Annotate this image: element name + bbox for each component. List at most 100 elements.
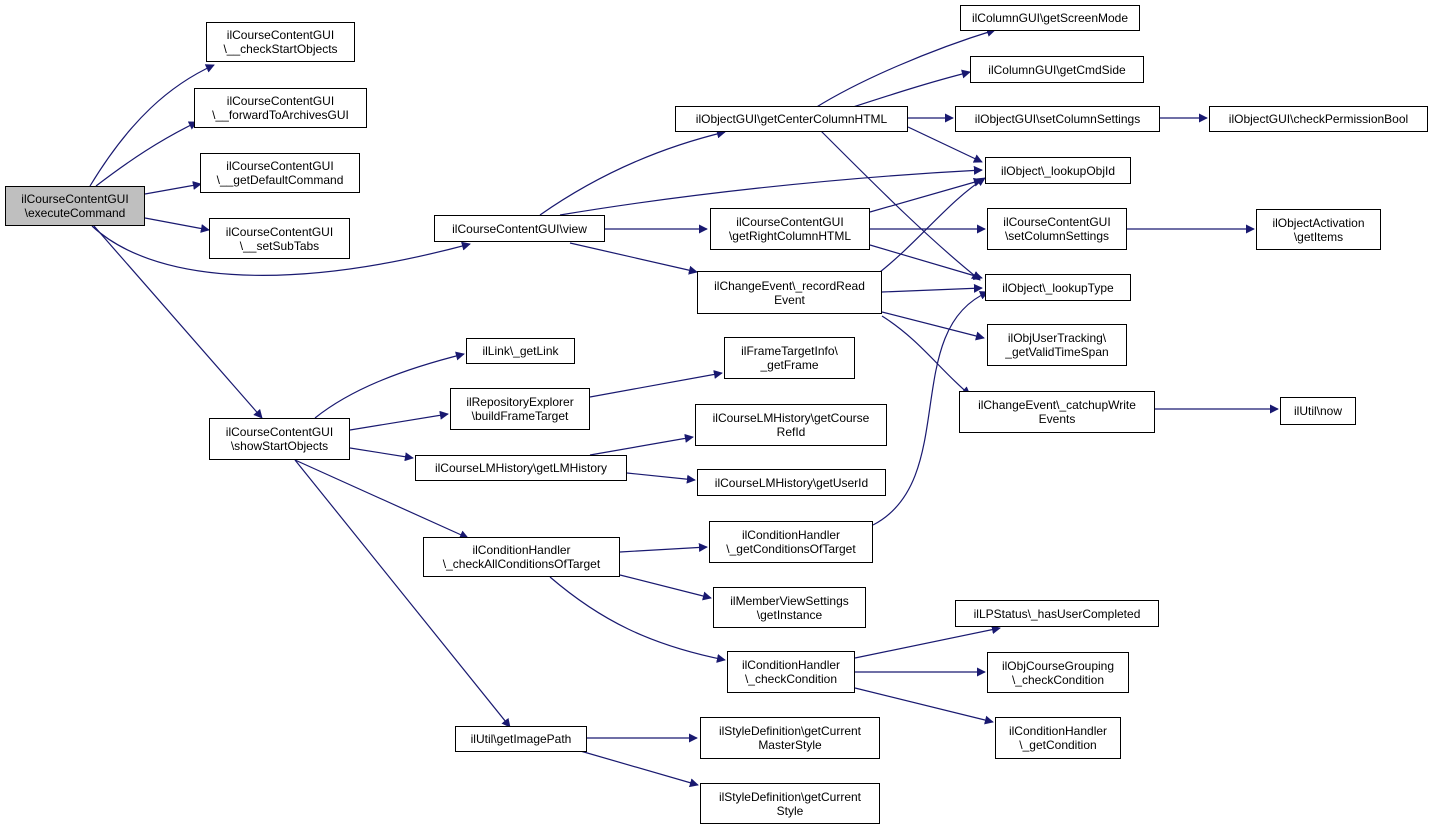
node-objSetColumnSettings[interactable]: ilObjectGUI\setColumnSettings [955,106,1160,132]
node-showStartObjects[interactable]: ilCourseContentGUI \showStartObjects [209,418,350,460]
node-ccSetColumnSettings[interactable]: ilCourseContentGUI \setColumnSettings [987,208,1127,250]
node-label: \getRightColumnHTML [728,229,852,243]
node-checkStartObjects[interactable]: ilCourseContentGUI \__checkStartObjects [206,22,355,62]
node-label: ilConditionHandler [741,528,841,542]
edge [589,433,694,456]
node-label: RefId [776,425,806,439]
edge [814,28,996,109]
node-label: ilObjectGUI\checkPermissionBool [1228,112,1409,126]
node-label: ilCourseContentGUI [1003,215,1111,229]
node-label: ilCourseLMHistory\getCourse [712,411,870,425]
node-label: ilCourseContentGUI [736,215,844,229]
node-setSubTabs[interactable]: ilCourseContentGUI \__setSubTabs [209,218,350,259]
node-getFrame[interactable]: ilFrameTargetInfo\ _getFrame [724,337,855,379]
node-lookupType[interactable]: ilObject\_lookupType [985,274,1131,301]
node-buildFrameTarget[interactable]: ilRepositoryExplorer \buildFrameTarget [450,388,590,430]
node-label: ilCourseContentGUI [226,94,335,108]
node-getImagePath[interactable]: ilUtil\getImagePath [455,726,587,752]
node-label: ilLink\_getLink [482,344,559,358]
node-utilNow[interactable]: ilUtil\now [1280,397,1356,425]
node-courseGroupingCheckCondition[interactable]: ilObjCourseGrouping \_checkCondition [987,652,1129,693]
node-getCmdSide[interactable]: ilColumnGUI\getCmdSide [970,56,1144,83]
node-getLink[interactable]: ilLink\_getLink [466,338,575,364]
node-label: \_checkCondition [1011,672,1105,687]
node-label: ilObjUserTracking\ [1007,331,1107,345]
node-getValidTimeSpan[interactable]: ilObjUserTracking\ _getValidTimeSpan [987,324,1127,366]
node-label: \__checkStartObjects [223,42,338,56]
edge [294,459,511,728]
edge [91,225,471,276]
node-label: ilCourseLMHistory\getLMHistory [434,461,608,475]
node-label: ilUtil\now [1293,404,1342,418]
edge [881,283,983,293]
node-checkAllConditionsOfTarget[interactable]: ilConditionHandler \_checkAllConditionsO… [423,537,620,577]
node-lookupObjId[interactable]: ilObject\_lookupObjId [985,157,1131,184]
node-catchupWriteEvents[interactable]: ilChangeEvent\_catchupWrite Events [959,391,1155,433]
edge [849,69,971,109]
edge [314,351,465,419]
node-label: ilCourseContentGUI [225,425,334,439]
node-getLMHistory[interactable]: ilCourseLMHistory\getLMHistory [415,455,627,481]
node-view[interactable]: ilCourseContentGUI\view [434,215,605,242]
node-label: \getInstance [756,607,823,622]
node-getUserId[interactable]: ilCourseLMHistory\getUserId [697,469,886,496]
node-getCenterColumnHTML[interactable]: ilObjectGUI\getCenterColumnHTML [675,106,908,132]
edge [869,244,983,281]
node-label: ilLPStatus\_hasUserCompleted [973,606,1141,621]
node-checkCondition[interactable]: ilConditionHandler \_checkCondition [727,651,855,693]
node-getCondition[interactable]: ilConditionHandler \_getCondition [995,717,1121,759]
node-memberViewGetInstance[interactable]: ilMemberViewSettings \getInstance [713,587,866,628]
node-label: \getItems [1293,229,1344,244]
node-label: MasterStyle [758,738,822,752]
edge [819,129,981,281]
node-getScreenMode[interactable]: ilColumnGUI\getScreenMode [960,5,1140,31]
edge [619,574,712,601]
node-label: \_getConditionsOfTarget [726,542,856,556]
edge [569,747,699,788]
node-label: ilCourseContentGUI [226,159,334,173]
node-getCourseRefId[interactable]: ilCourseLMHistory\getCourse RefId [695,404,887,446]
edge [907,126,983,163]
edge [881,311,985,341]
node-recordReadEvent[interactable]: ilChangeEvent\_recordRead Event [697,271,882,314]
node-label: ilColumnGUI\getScreenMode [971,11,1129,25]
edge [869,177,983,213]
node-forwardToArchivesGUI[interactable]: ilCourseContentGUI \__forwardToArchivesG… [194,88,367,128]
node-getDefaultCommand[interactable]: ilCourseContentGUI \__getDefaultCommand [200,153,360,193]
node-label: ilColumnGUI\getCmdSide [988,62,1126,77]
node-label: ilObjCourseGrouping [1001,658,1115,673]
node-label: ilCourseContentGUI\view [452,221,587,236]
edge [549,576,726,663]
node-label: \setColumnSettings [1004,229,1110,243]
node-getConditionsOfTarget[interactable]: ilConditionHandler \_getConditionsOfTarg… [709,521,873,563]
node-label: \_getCondition [1019,738,1097,752]
node-label: ilObjectActivation [1272,215,1365,230]
node-label: Events [1038,412,1076,426]
node-hasUserCompleted[interactable]: ilLPStatus\_hasUserCompleted [955,600,1159,627]
edge [89,64,215,187]
node-getCurrentMasterStyle[interactable]: ilStyleDefinition\getCurrent MasterStyle [700,717,880,759]
node-label: ilUtil\getImagePath [470,732,572,746]
node-label: \executeCommand [24,206,126,220]
node-label: ilConditionHandler [741,658,841,672]
node-label: ilObject\_lookupObjId [1000,163,1116,178]
node-label: ilRepositoryExplorer [466,395,574,409]
node-getRightColumnHTML[interactable]: ilCourseContentGUI \getRightColumnHTML [710,208,870,250]
node-checkPermissionBool[interactable]: ilObjectGUI\checkPermissionBool [1209,106,1428,132]
node-label: ilFrameTargetInfo\ [741,344,838,358]
edge [626,472,696,484]
node-executeCommand[interactable]: ilCourseContentGUI \executeCommand [5,186,145,226]
node-label: ilChangeEvent\_recordRead [714,278,865,293]
node-label: \showStartObjects [230,439,329,453]
node-getCurrentStyle[interactable]: ilStyleDefinition\getCurrent Style [700,783,880,824]
node-label: ilConditionHandler [472,543,571,557]
edge [872,291,989,526]
node-label: _getFrame [760,358,819,372]
node-label: \_checkCondition [744,672,838,686]
edge [144,180,202,195]
node-activationGetItems[interactable]: ilObjectActivation \getItems [1256,209,1381,250]
edge [589,370,723,398]
node-label: ilCourseContentGUI [225,224,334,239]
